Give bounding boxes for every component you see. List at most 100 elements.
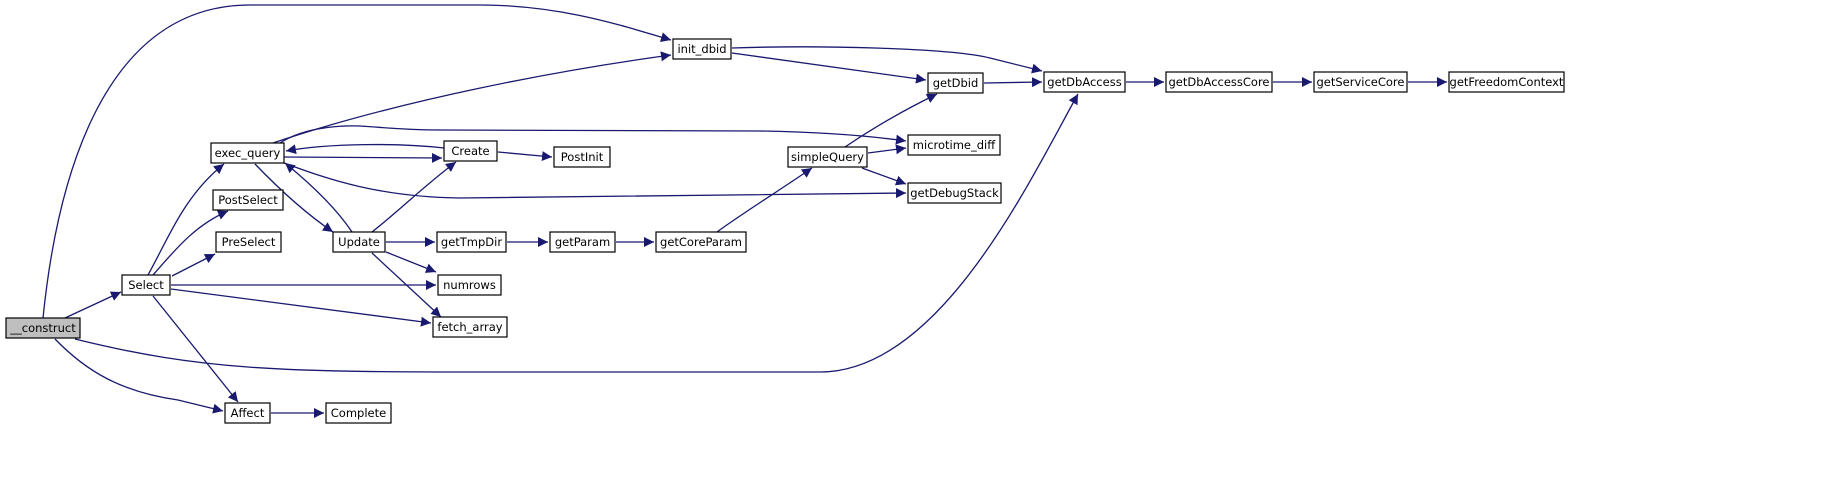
edge-update-to-exec_query (284, 162, 353, 233)
edge-select-to-preselect (171, 253, 216, 277)
node-label-complete: Complete (331, 406, 386, 420)
node-getdbaccess[interactable]: getDbAccess (1043, 71, 1126, 93)
node-simplequery[interactable]: simpleQuery (787, 146, 868, 168)
edge-update-to-fetch_array (371, 252, 442, 318)
node-preselect[interactable]: PreSelect (215, 231, 282, 253)
node-box-complete[interactable] (325, 402, 392, 424)
node-box-getfreedomcontext[interactable] (1448, 71, 1565, 93)
edge-exec_query-to-update (254, 163, 334, 233)
edge-init_dbid-to-getdbaccess (731, 46, 1043, 74)
edge-select-to-postselect (152, 210, 229, 276)
node-label-microtime_diff: microtime_diff (913, 138, 996, 152)
node-box-exec_query[interactable] (210, 142, 285, 164)
node-box-getdbaccesscore[interactable] (1165, 71, 1273, 93)
node-getfreedomcontext[interactable]: getFreedomContext (1448, 71, 1565, 93)
edges-layer (42, 4, 1447, 418)
node-label-exec_query: exec_query (215, 146, 281, 160)
node-create[interactable]: Create (443, 140, 498, 162)
node-select[interactable]: Select (121, 274, 171, 296)
node-box-affect[interactable] (224, 402, 271, 424)
node-label-getparam: getParam (555, 235, 610, 249)
edge-exec_query-to-init_dbid (272, 51, 672, 144)
edge-select-to-fetch_array (170, 288, 432, 327)
edge-exec_query-to-create (283, 152, 443, 163)
node-label-getdbid: getDbid (933, 76, 979, 90)
node-box-postinit[interactable] (553, 146, 611, 168)
node-label-update: Update (338, 235, 380, 249)
edge-exec_query-to-microtime_diff (279, 125, 907, 145)
node-box-simplequery[interactable] (787, 146, 868, 168)
node-box-getdbid[interactable] (927, 72, 984, 94)
node-numrows[interactable]: numrows (437, 274, 502, 296)
node-getparam[interactable]: getParam (549, 231, 616, 253)
node-box-gettmpdir[interactable] (436, 231, 507, 253)
node-box-getdebugstack[interactable] (907, 182, 1002, 204)
node-label-create: Create (451, 144, 489, 158)
node-label-getdbaccesscore: getDbAccessCore (1168, 75, 1269, 89)
node-label-simplequery: simpleQuery (791, 150, 864, 164)
node-label-select: Select (128, 278, 164, 292)
node-box-construct[interactable] (5, 317, 81, 339)
node-label-getfreedomcontext: getFreedomContext (1450, 75, 1564, 89)
node-label-getcoreparam: getCoreParam (660, 235, 742, 249)
node-label-postinit: PostInit (561, 150, 604, 164)
edge-getdbid-to-getdbaccess (983, 77, 1043, 88)
node-box-postselect[interactable] (212, 189, 284, 211)
node-label-affect: Affect (231, 406, 265, 420)
node-box-fetch_array[interactable] (432, 316, 508, 338)
node-box-init_dbid[interactable] (672, 38, 732, 60)
node-gettmpdir[interactable]: getTmpDir (436, 231, 507, 253)
node-getcoreparam[interactable]: getCoreParam (655, 231, 747, 253)
edge-exec_query-to-getdebugstack (283, 162, 907, 199)
node-box-getparam[interactable] (549, 231, 616, 253)
node-construct[interactable]: __construct (5, 317, 81, 339)
node-label-init_dbid: init_dbid (677, 42, 726, 56)
node-box-numrows[interactable] (437, 274, 502, 296)
edge-construct-to-affect (54, 338, 224, 414)
node-affect[interactable]: Affect (224, 402, 271, 424)
node-getservicecore[interactable]: getServiceCore (1313, 71, 1408, 93)
node-box-select[interactable] (121, 274, 171, 296)
edge-simplequery-to-getdbid (844, 93, 938, 148)
node-postselect[interactable]: PostSelect (212, 189, 284, 211)
edge-construct-to-init_dbid (42, 4, 672, 319)
node-label-preselect: PreSelect (222, 235, 276, 249)
edge-update-to-numrows (385, 251, 437, 273)
node-getdbid[interactable]: getDbid (927, 72, 984, 94)
node-complete[interactable]: Complete (325, 402, 392, 424)
node-getdebugstack[interactable]: getDebugStack (907, 182, 1002, 204)
node-exec_query[interactable]: exec_query (210, 142, 285, 164)
node-box-microtime_diff[interactable] (907, 134, 1001, 156)
node-init_dbid[interactable]: init_dbid (672, 38, 732, 60)
edge-init_dbid-to-getdbid (731, 52, 927, 84)
node-fetch_array[interactable]: fetch_array (432, 316, 508, 338)
node-box-getdbaccess[interactable] (1043, 71, 1126, 93)
edge-getcoreparam-to-simplequery (716, 167, 813, 233)
node-box-getcoreparam[interactable] (655, 231, 747, 253)
node-box-create[interactable] (443, 140, 498, 162)
node-box-preselect[interactable] (215, 231, 282, 253)
node-box-update[interactable] (332, 231, 386, 253)
edge-construct-to-select (64, 291, 122, 319)
node-label-getdbaccess: getDbAccess (1047, 75, 1121, 89)
node-label-numrows: numrows (443, 278, 496, 292)
edge-create-to-exec_query (285, 143, 445, 155)
node-label-getdebugstack: getDebugStack (910, 186, 999, 200)
node-box-getservicecore[interactable] (1313, 71, 1408, 93)
edge-update-to-create (371, 161, 457, 233)
node-postinit[interactable]: PostInit (553, 146, 611, 168)
edge-construct-to-getdbaccess (74, 93, 1079, 373)
node-microtime_diff[interactable]: microtime_diff (907, 134, 1001, 156)
edge-select-to-affect (152, 295, 239, 403)
edge-simplequery-to-getdebugstack (861, 167, 907, 186)
node-label-getservicecore: getServiceCore (1316, 75, 1404, 89)
edge-create-to-postinit (497, 151, 553, 162)
node-label-postselect: PostSelect (218, 193, 278, 207)
node-getdbaccesscore[interactable]: getDbAccessCore (1165, 71, 1273, 93)
node-label-fetch_array: fetch_array (437, 320, 502, 334)
node-label-gettmpdir: getTmpDir (441, 235, 502, 249)
edge-simplequery-to-microtime_diff (867, 144, 907, 155)
node-update[interactable]: Update (332, 231, 386, 253)
node-label-construct: __construct (9, 321, 76, 335)
